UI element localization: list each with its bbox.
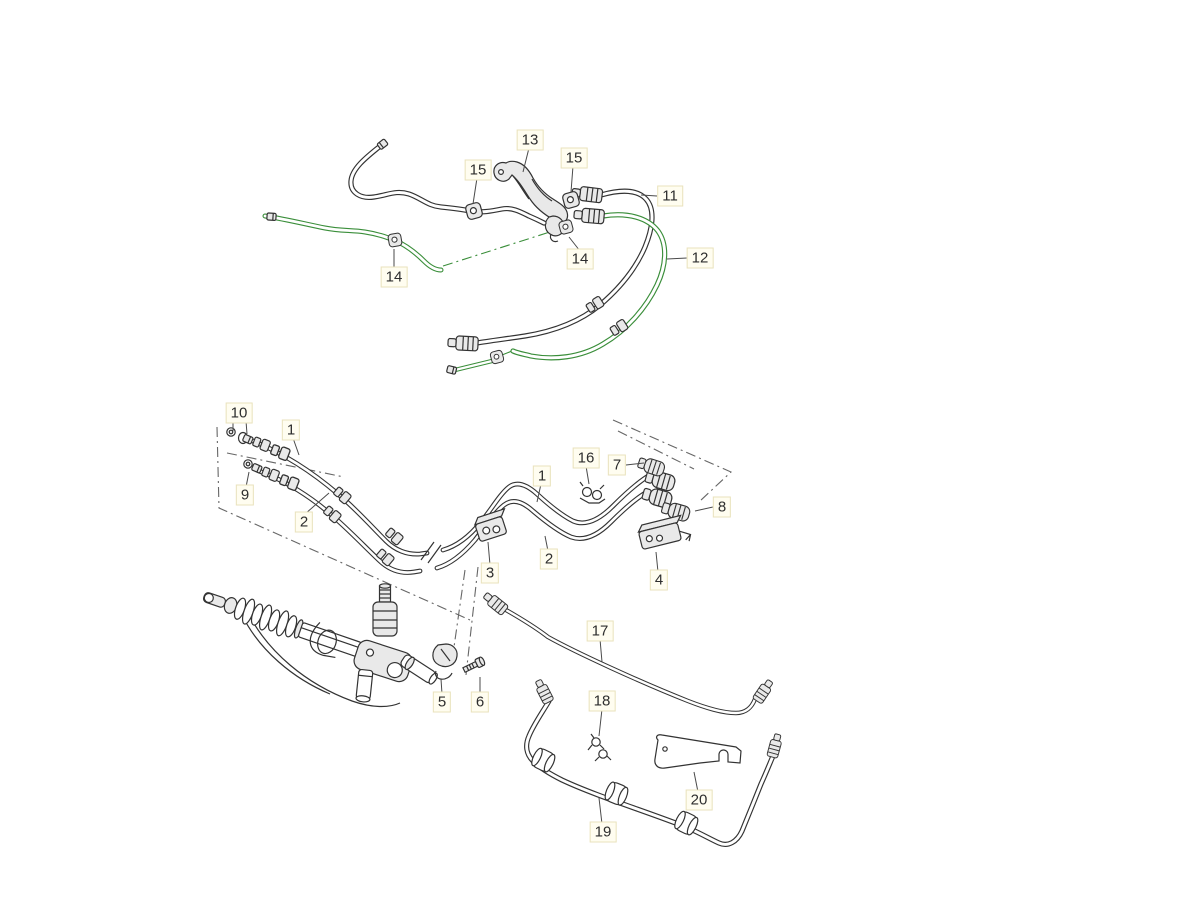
- callout-1-right[interactable]: 1: [532, 465, 552, 487]
- callout-14-right-label: 14: [571, 250, 589, 268]
- callout-15-right-label: 15: [565, 149, 583, 167]
- callout-10-label: 10: [230, 404, 248, 422]
- rack-clamp-and-bolt: [432, 643, 486, 680]
- callout-14-left[interactable]: 14: [380, 266, 408, 288]
- callout-11-label: 11: [662, 187, 678, 205]
- callout-6-label: 6: [475, 693, 485, 711]
- callout-4[interactable]: 4: [649, 569, 669, 591]
- callout-20[interactable]: 20: [685, 789, 713, 811]
- callout-13[interactable]: 13: [516, 129, 544, 151]
- callout-16[interactable]: 16: [572, 447, 600, 469]
- return-hose-top: [348, 138, 547, 226]
- callout-13-label: 13: [521, 131, 539, 149]
- callout-1-left-label: 1: [286, 421, 296, 439]
- callout-5[interactable]: 5: [432, 691, 452, 713]
- callout-2-left[interactable]: 2: [294, 511, 314, 533]
- callout-3-label: 3: [485, 564, 495, 582]
- callout-6[interactable]: 6: [470, 691, 490, 713]
- callout-4-label: 4: [654, 571, 664, 589]
- leader-lines: [232, 147, 714, 825]
- callout-8-label: 8: [717, 498, 727, 516]
- callout-15-right[interactable]: 15: [560, 147, 588, 169]
- callout-15-left[interactable]: 15: [464, 159, 492, 181]
- callout-2-left-label: 2: [299, 513, 309, 531]
- callout-15-left-label: 15: [469, 161, 487, 179]
- callout-1-right-label: 1: [537, 467, 547, 485]
- callout-3[interactable]: 3: [480, 562, 500, 584]
- bracket-4: [637, 514, 692, 550]
- callout-7[interactable]: 7: [607, 454, 627, 476]
- callout-1-left[interactable]: 1: [281, 419, 301, 441]
- callout-18[interactable]: 18: [588, 690, 616, 712]
- callout-9-label: 9: [240, 486, 250, 504]
- clamp-block-3: [473, 507, 507, 542]
- suction-hose-19: [524, 677, 784, 847]
- callout-17[interactable]: 17: [586, 620, 614, 642]
- callout-8[interactable]: 8: [712, 496, 732, 518]
- callout-10[interactable]: 10: [225, 402, 253, 424]
- callout-19[interactable]: 19: [589, 821, 617, 843]
- callout-9[interactable]: 9: [235, 484, 255, 506]
- callout-12-label: 12: [691, 249, 709, 267]
- highlight-centerlines: [442, 230, 554, 356]
- return-line-17: [480, 589, 776, 716]
- pipe-clip-16: [579, 481, 606, 504]
- callout-19-label: 19: [594, 823, 612, 841]
- steering-pipes-1-2: [226, 427, 677, 575]
- heat-shield-bracket-20: [654, 734, 742, 769]
- bracket-13: [493, 160, 569, 243]
- callout-2-right[interactable]: 2: [539, 548, 559, 570]
- boundary-lines: [216, 419, 732, 676]
- hose-clips-18: [587, 733, 612, 762]
- pinion-tower: [372, 583, 398, 637]
- callout-2-right-label: 2: [544, 550, 554, 568]
- callout-11[interactable]: 11: [657, 185, 683, 207]
- callout-17-label: 17: [591, 622, 609, 640]
- pressure-hose-11: [447, 184, 655, 352]
- callout-16-label: 16: [577, 449, 595, 467]
- callout-7-label: 7: [612, 456, 622, 474]
- callout-14-right[interactable]: 14: [566, 248, 594, 270]
- callout-20-label: 20: [690, 791, 708, 809]
- callout-12[interactable]: 12: [686, 247, 714, 269]
- callout-18-label: 18: [593, 692, 611, 710]
- steering-rack: [202, 583, 438, 708]
- pressure-hose-12-highlighted: [262, 206, 668, 375]
- union-7: [636, 454, 667, 478]
- callout-5-label: 5: [437, 693, 447, 711]
- callout-14-left-label: 14: [385, 268, 403, 286]
